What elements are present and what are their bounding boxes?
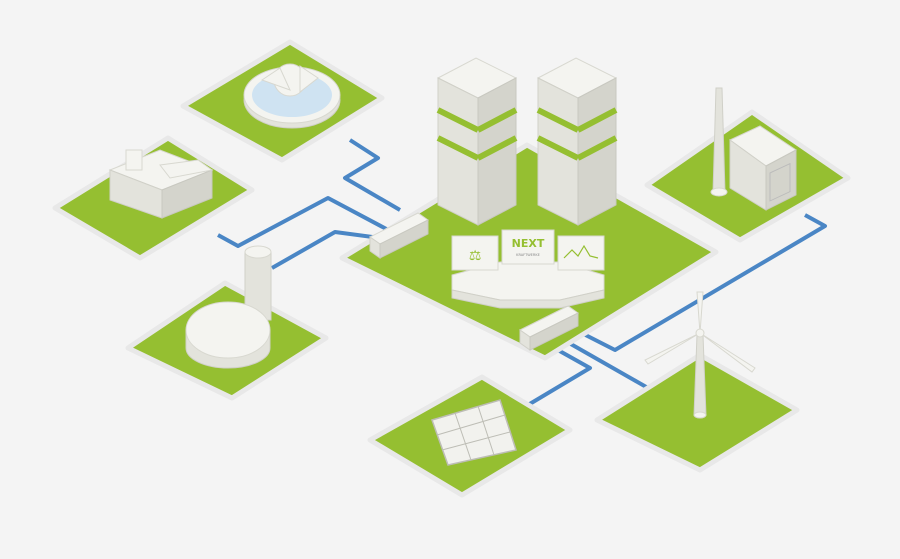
monitor-graph bbox=[557, 235, 605, 271]
connector-left bbox=[369, 212, 429, 259]
factory bbox=[108, 149, 214, 219]
server-tower-right bbox=[536, 57, 618, 226]
power-plant bbox=[710, 87, 797, 211]
control-desk: ⚖ NEXT KRAFTWERKE bbox=[451, 229, 605, 309]
wind-turbine bbox=[644, 291, 756, 419]
biogas-plant bbox=[185, 245, 272, 369]
monitor-scales bbox=[451, 235, 499, 271]
logo-subtitle: KRAFTWERKE bbox=[516, 253, 540, 257]
cable-factory bbox=[217, 196, 393, 248]
logo-text: NEXT bbox=[512, 237, 545, 250]
cable-fountain bbox=[343, 138, 402, 212]
monitor-logo bbox=[501, 229, 555, 265]
cable-powerplant bbox=[559, 213, 827, 352]
scales-icon: ⚖ bbox=[469, 248, 482, 264]
solar-panel bbox=[431, 399, 517, 466]
graph-icon bbox=[563, 244, 599, 259]
fountain-plant bbox=[243, 63, 341, 129]
connector-right bbox=[519, 305, 579, 351]
server-tower-left bbox=[436, 57, 518, 226]
